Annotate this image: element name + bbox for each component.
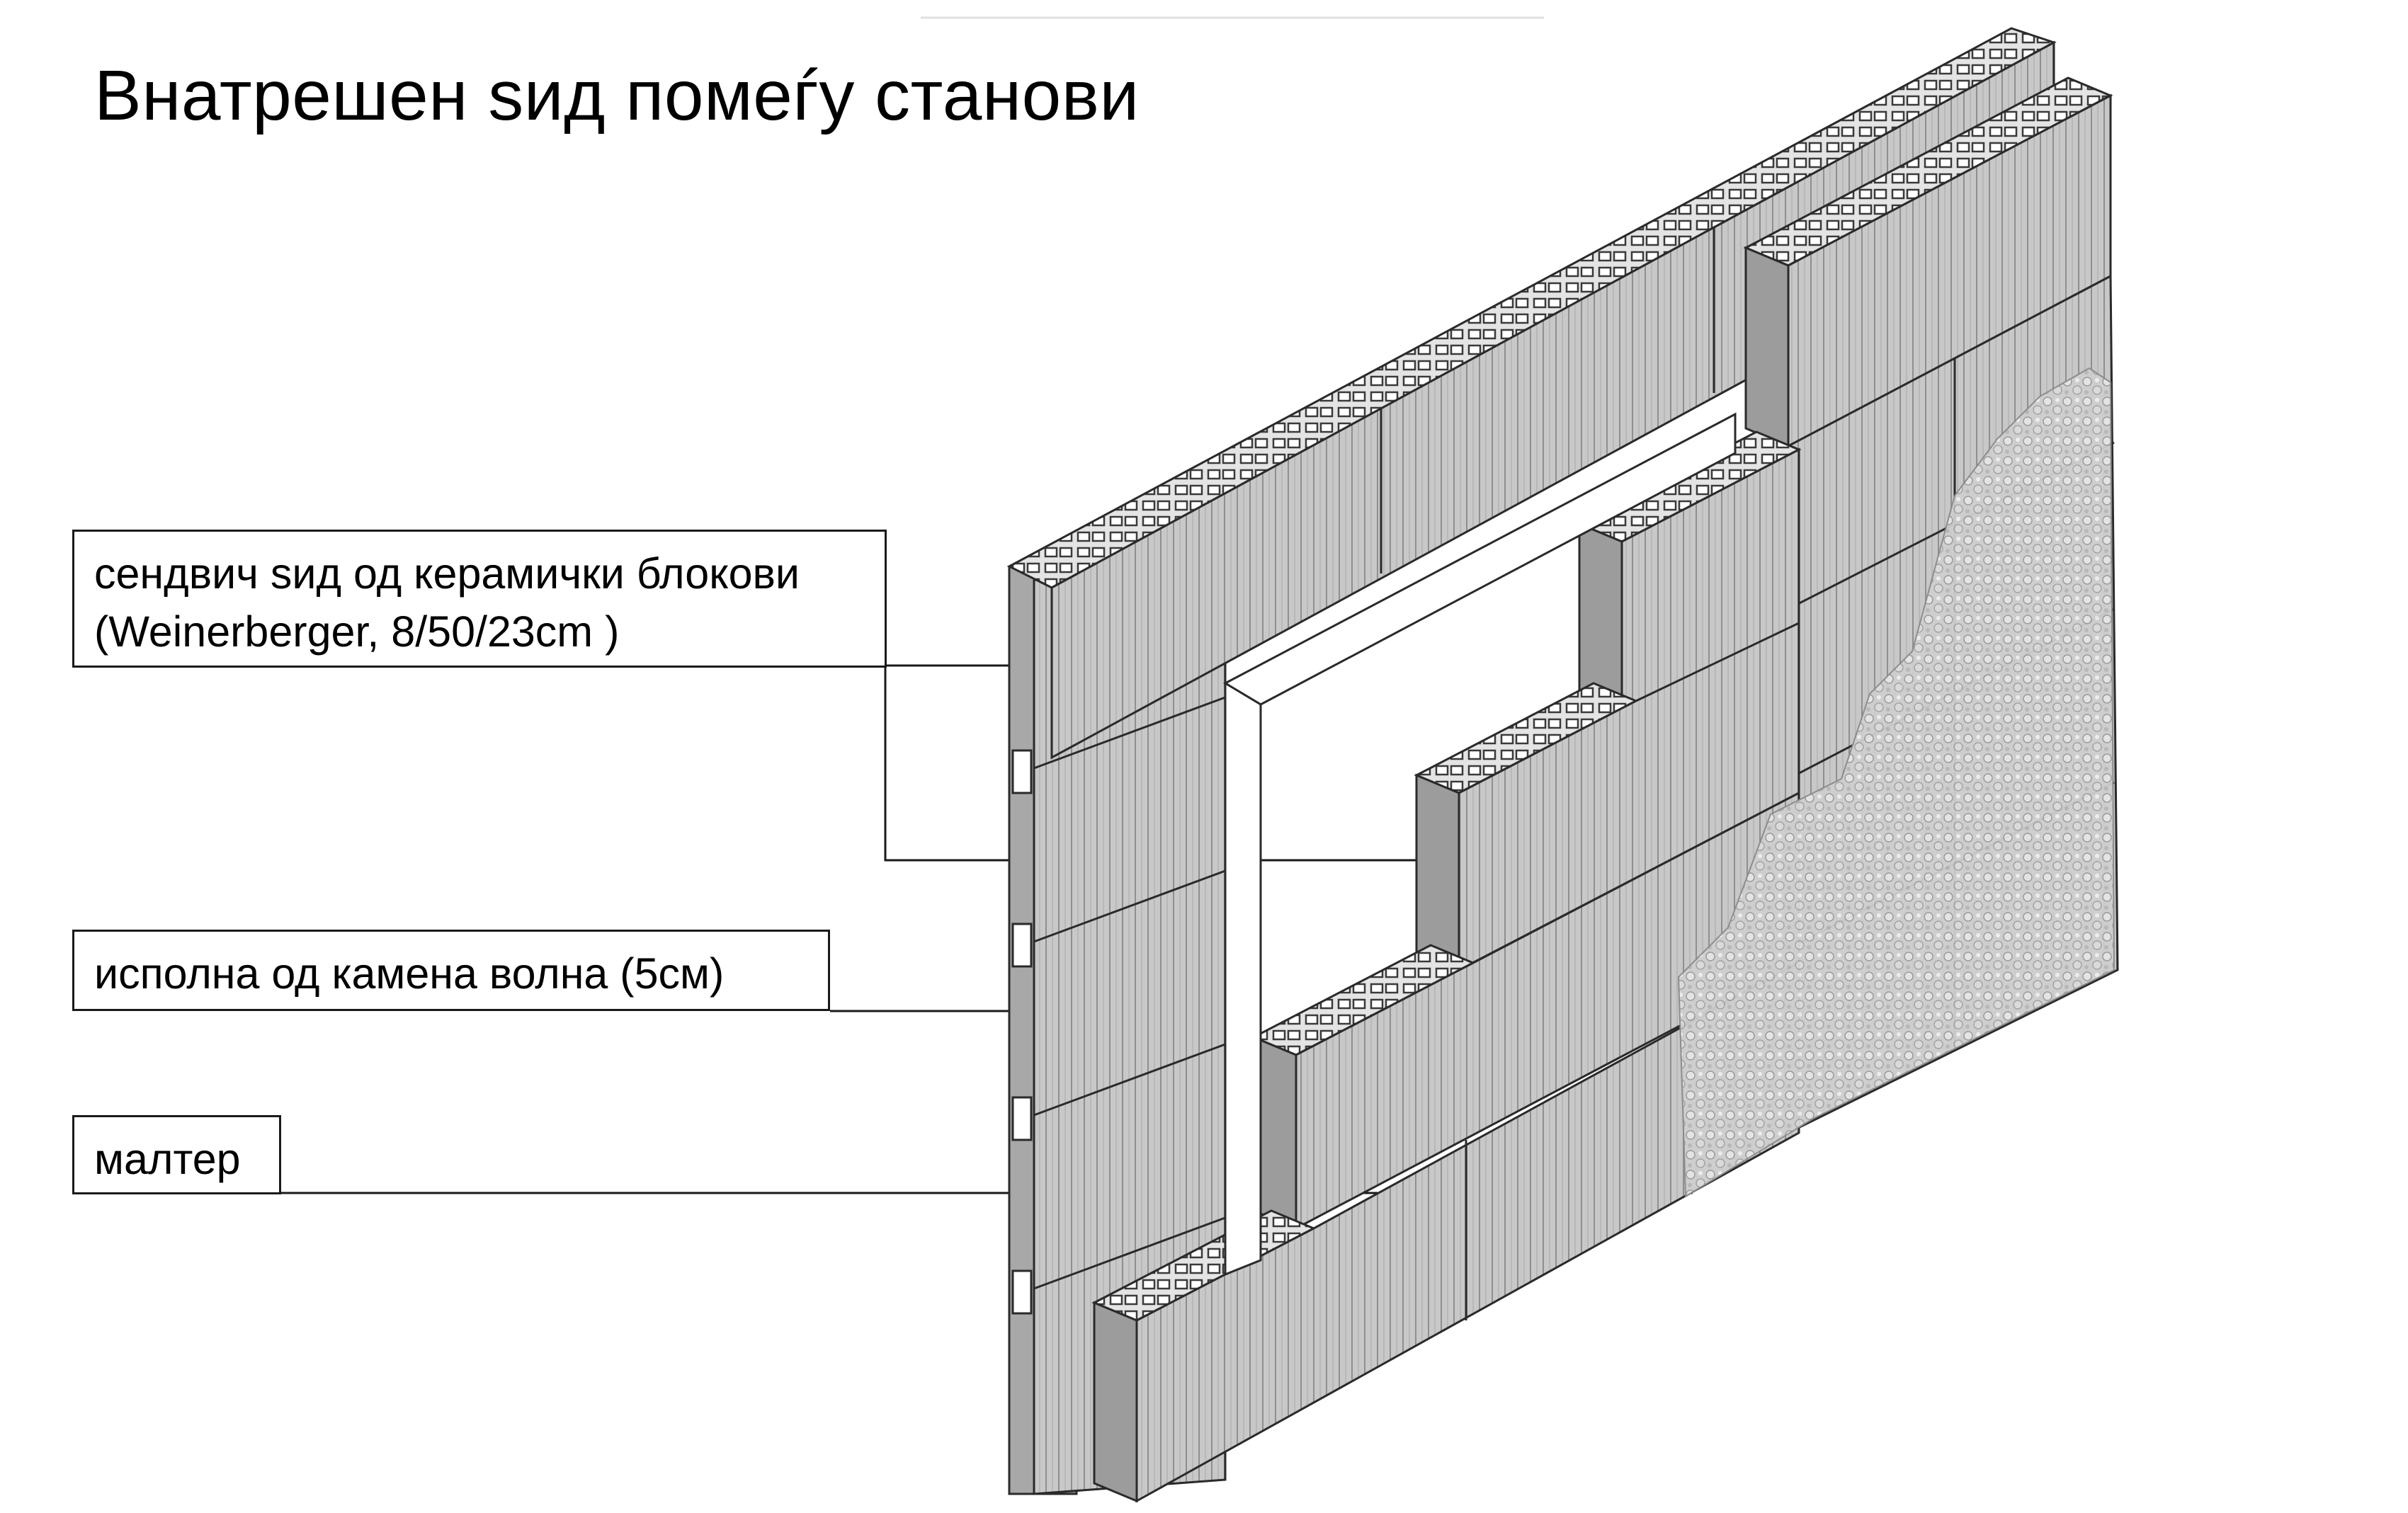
- wall-step-course-2: [1414, 621, 1800, 972]
- callout-rock-wool: исполна од камена волна (5см): [72, 930, 830, 1011]
- callout-ceramic-blocks: сендвич ѕид од керамички блокови (Weiner…: [72, 530, 887, 668]
- wall-step-course-1: [1577, 430, 1802, 717]
- wall-opening: [1222, 412, 1737, 1277]
- callout-ceramic-blocks-line-2: (Weinerberger, 8/50/23cm ): [94, 607, 620, 656]
- callout-plaster: малтер: [72, 1115, 281, 1194]
- callout-rock-wool-line-1: исполна од камена волна (5см): [94, 949, 725, 998]
- callout-plaster-line-1: малтер: [94, 1135, 241, 1183]
- wall-left-column: [1008, 501, 1227, 1495]
- callout-ceramic-blocks-line-1: сендвич ѕид од керамички блокови: [94, 549, 800, 598]
- plaster-layer: [1677, 367, 2115, 1198]
- page-title: Внатрешен ѕид помеѓу станови: [94, 56, 1140, 135]
